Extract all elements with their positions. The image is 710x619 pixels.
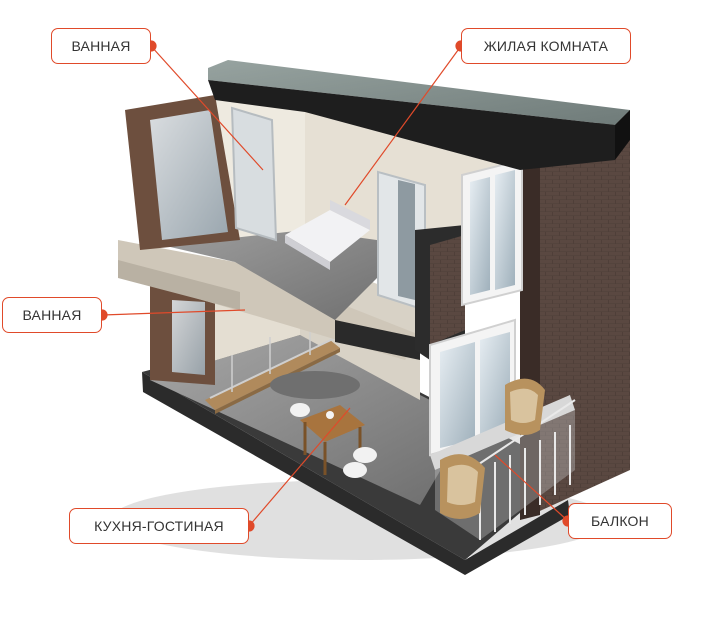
callout-living-room: ЖИЛАЯ КОМНАТА	[461, 28, 631, 64]
bed	[285, 200, 370, 270]
rug	[270, 371, 360, 399]
lower-mirror	[172, 300, 205, 375]
callout-kitchen-living: КУХНЯ-ГОСТИНАЯ	[69, 508, 249, 544]
balcony	[430, 378, 576, 540]
roof-top	[208, 60, 630, 125]
upper-window	[461, 158, 523, 307]
dining-set	[290, 403, 377, 478]
callout-bathroom-top: ВАННАЯ	[51, 28, 151, 64]
callout-bathroom-lower: ВАННАЯ	[2, 297, 102, 333]
leader-bathroom-top	[150, 45, 264, 171]
wicker-chair-1	[505, 378, 545, 435]
leader-balcony	[494, 454, 569, 522]
bedroom-door-panel	[398, 180, 415, 300]
leader-bathroom-lower	[101, 309, 246, 316]
roof-edge-right	[615, 110, 630, 160]
upper-bathroom-door	[230, 106, 278, 242]
callout-balcony: БАЛКОН	[568, 503, 672, 539]
lower-window	[429, 318, 516, 457]
roof-edge	[208, 80, 615, 170]
upper-wardrobe-mirror	[150, 110, 228, 240]
middle-slab-edge	[118, 260, 240, 310]
middle-slab-dark	[335, 320, 420, 360]
wicker-chair-2	[440, 454, 485, 519]
partition-brick	[430, 235, 465, 345]
leader-kitchen-living	[248, 407, 351, 527]
leader-living-room	[344, 45, 462, 206]
